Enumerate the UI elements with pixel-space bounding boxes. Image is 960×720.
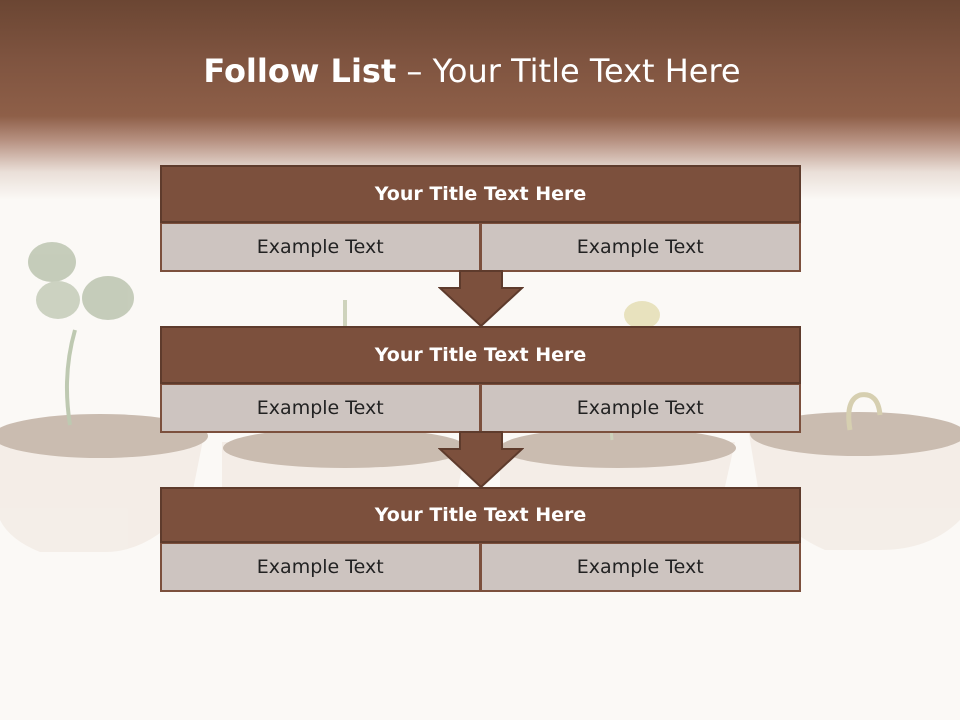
slide-title-rest: – Your Title Text Here bbox=[406, 52, 741, 90]
step-cell: Example Text bbox=[160, 543, 481, 592]
step-row: Example Text Example Text bbox=[160, 223, 801, 272]
step-cell: Example Text bbox=[480, 543, 801, 592]
step-block-3: Your Title Text Here Example Text Exampl… bbox=[160, 487, 801, 592]
step-cell: Example Text bbox=[480, 384, 801, 433]
step-cell: Example Text bbox=[160, 223, 481, 272]
step-row: Example Text Example Text bbox=[160, 384, 801, 433]
step-title: Your Title Text Here bbox=[160, 326, 801, 384]
slide-title-bold: Follow List bbox=[203, 52, 397, 90]
step-cell: Example Text bbox=[480, 223, 801, 272]
slide-title: Follow List – Your Title Text Here bbox=[0, 52, 944, 90]
step-block-2: Your Title Text Here Example Text Exampl… bbox=[160, 326, 801, 433]
down-arrow-icon bbox=[438, 431, 524, 489]
step-title: Your Title Text Here bbox=[160, 487, 801, 543]
step-block-1: Your Title Text Here Example Text Exampl… bbox=[160, 165, 801, 272]
down-arrow-icon bbox=[438, 270, 524, 328]
step-title: Your Title Text Here bbox=[160, 165, 801, 223]
step-cell: Example Text bbox=[160, 384, 481, 433]
step-row: Example Text Example Text bbox=[160, 543, 801, 592]
